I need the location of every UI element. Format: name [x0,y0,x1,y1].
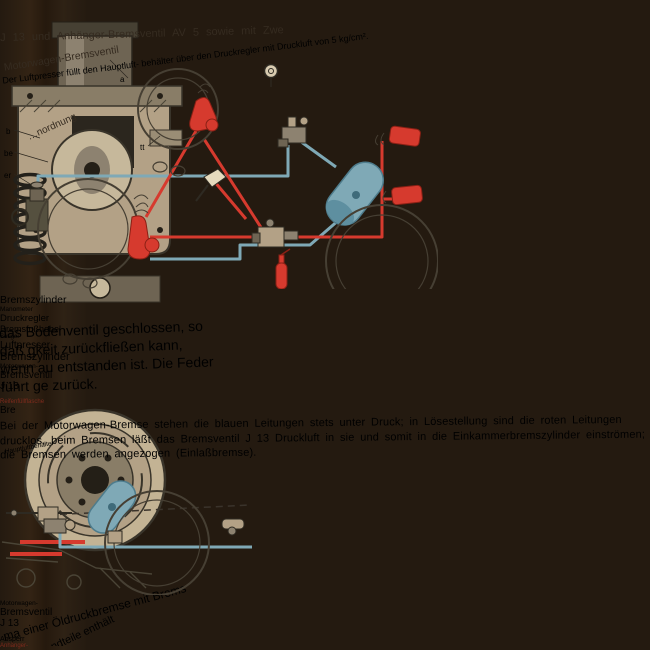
label-sauger: Sauger [0,333,20,340]
reservoir-port [108,503,116,512]
brake-pedal [195,167,227,202]
brake-cylinder-left [127,194,160,260]
svg-text:a: a [120,75,125,84]
brake-system-schematic [11,63,439,318]
label-bremszylinder-left: Bremszylinder [0,350,70,363]
blue-trailer-line [58,523,252,549]
label-bremszylinder-right: Bre [0,404,16,416]
brake-drum-diagram [1,408,167,590]
label-bremsfusshebel: Bremsfußhebel [0,323,62,334]
j13-valve-2 [6,506,76,534]
valve-cross-section-diagram: a b be er tt [4,21,183,303]
label-reifenfuellflasche: Reifenfüllflasche [0,398,45,405]
label-bremszylinder-top: Bremszylinder [0,293,67,306]
trailer-brake-schematic [6,480,252,597]
motorwagen-bremsventil-device [251,218,299,247]
label-motorwagen-2: Motorwagen- [0,600,38,608]
pressure-regulator [277,116,309,147]
part-letter-labels: a b be er tt [4,59,161,191]
label-manometer: Manometer [0,305,33,313]
brake-cylinders-right [375,125,423,205]
brake-cylinder-top [189,83,219,132]
manometer-gauge [263,63,279,87]
brake-drum [23,408,167,552]
label-j13-2: J 13 [0,618,19,630]
svg-text:be: be [4,149,13,158]
label-luftpresser: Luftpresser [0,339,51,351]
svg-text:er: er [4,171,11,180]
svg-text:tt: tt [140,143,145,152]
label-absperrhahn: Absperr [0,636,25,644]
svg-text:b: b [6,127,11,136]
left-book-page: urch eine klein ß stets frei sein [0,0,214,646]
hose-coupling [107,518,245,544]
label-bremsventil-1: Bremsventil [0,369,53,381]
label-motorwagen-1: Motorwagen- [0,362,38,370]
brake-drum-left [37,177,139,289]
blue-pressure-lines [36,139,341,260]
label-anhaenger: Anhänger- [0,643,29,650]
mechanical-linkage-dashed-line [47,504,251,517]
paragraph-1: Bei der Motorwagen-Bremse stehen die bla… [0,413,646,462]
red-lines-2 [10,540,85,557]
label-bremsventil-2: Bremsventil [0,607,53,619]
label-j13-1: J 13 [0,380,19,392]
tire-inflating-bottle [275,247,291,289]
valve-housing [11,21,183,303]
label-druckregler: Druckregler [0,312,50,324]
